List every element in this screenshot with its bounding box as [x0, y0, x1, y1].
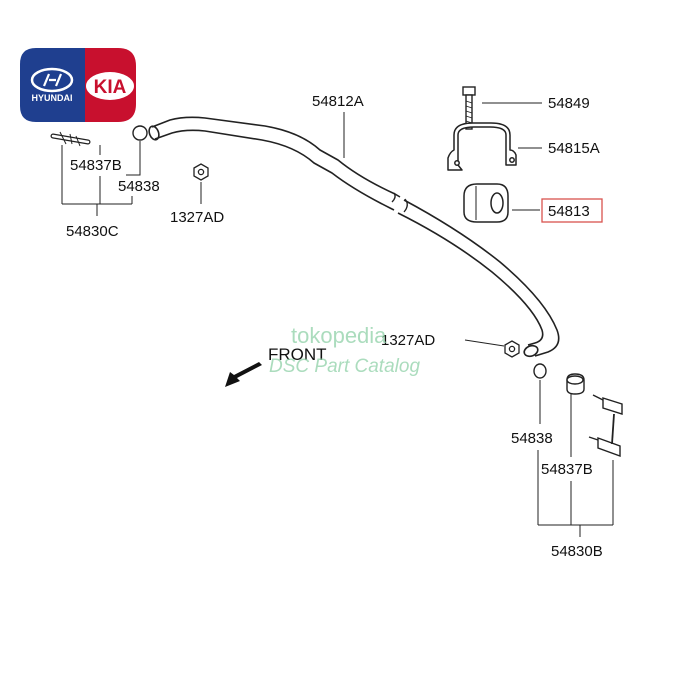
group-bracket-54830c: [61, 145, 133, 216]
bracket-54815a: [447, 122, 517, 171]
label-link-left: 54837B: [70, 157, 122, 174]
front-arrow-icon: [225, 362, 262, 387]
label-ring-right: 54838: [511, 430, 553, 447]
bolt-54849: [462, 86, 476, 130]
label-nut-left: 1327AD: [170, 209, 224, 226]
watermark-line2: DSC Part Catalog: [269, 356, 420, 377]
label-link-assy-left: 54830C: [66, 223, 119, 240]
ring-54838-right: [533, 363, 547, 379]
nut-1327ad-left: [193, 163, 209, 181]
watermark-line1: tokopedia: [291, 323, 387, 348]
highlight-box-bushing: [541, 198, 603, 223]
hyundai-wordmark: HYUNDAI: [31, 93, 72, 103]
group-bracket-54830b: [537, 450, 614, 537]
kia-emblem-icon: KIA: [86, 72, 134, 100]
label-bolt: 54849: [548, 95, 590, 112]
label-stabilizer-bar: 54812A: [312, 93, 364, 110]
leader-nut-right: [464, 339, 505, 347]
link-54837b-left: [50, 131, 91, 147]
kia-wordmark: KIA: [94, 77, 127, 98]
front-label: FRONT: [268, 345, 327, 364]
label-bushing: 54813: [548, 203, 590, 220]
label-ring-left: 54838: [118, 178, 160, 195]
nut-1327ad-right: [504, 340, 520, 358]
label-bracket: 54815A: [548, 140, 600, 157]
bushing-54813: [463, 183, 509, 223]
ring-54838-left: [132, 125, 148, 141]
watermark: tokopedia DSC Part Catalog: [269, 323, 420, 377]
hyundai-emblem-icon: [30, 67, 74, 93]
label-link-right: 54837B: [541, 461, 593, 478]
leader-ring-left: [126, 141, 141, 176]
label-link-assy-right: 54830B: [551, 543, 603, 560]
brand-logo: HYUNDAI KIA: [20, 48, 136, 122]
label-nut-right: 1327AD: [381, 332, 435, 349]
link-54837b-right: [566, 373, 623, 457]
stabilizer-bar: [148, 116, 560, 358]
